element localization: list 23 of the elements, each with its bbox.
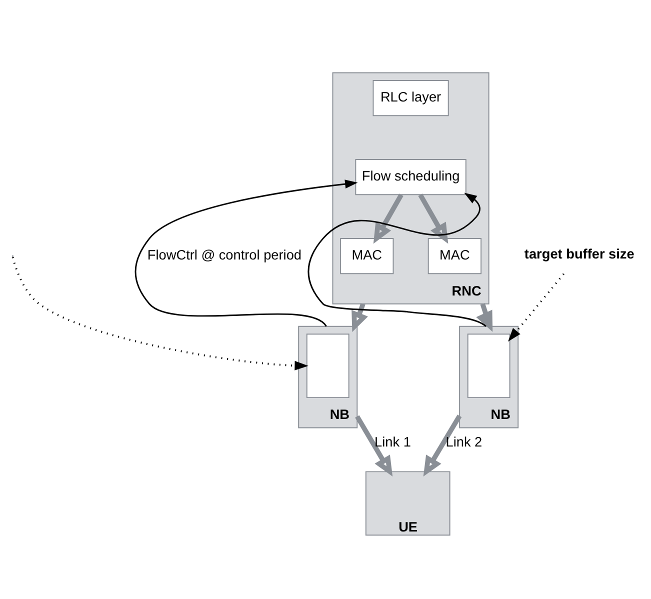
arrow — [12, 256, 308, 370]
node-box: MAC — [428, 238, 482, 274]
arrow — [476, 302, 493, 332]
arrow — [355, 414, 393, 476]
node-text: target buffer size — [524, 246, 634, 262]
arrow — [508, 272, 564, 342]
arrow — [352, 302, 368, 332]
arrow — [418, 193, 448, 244]
node-box: MAC — [340, 238, 394, 274]
node-box — [306, 333, 350, 398]
edge-label: Link 1 — [374, 434, 411, 450]
node-box: UE — [365, 470, 450, 536]
edge-label: FlowCtrl @ control period — [147, 247, 302, 262]
node-box: Flow scheduling — [355, 158, 466, 195]
node-box: RLC layer — [372, 80, 449, 116]
arrow — [423, 414, 462, 476]
arrow — [134, 179, 358, 326]
arrow — [308, 192, 486, 326]
arrow — [373, 193, 404, 244]
edge-label: Link 2 — [446, 434, 482, 450]
cluster: NB — [459, 325, 519, 428]
cluster: NB — [298, 325, 358, 428]
node-box — [467, 333, 510, 398]
